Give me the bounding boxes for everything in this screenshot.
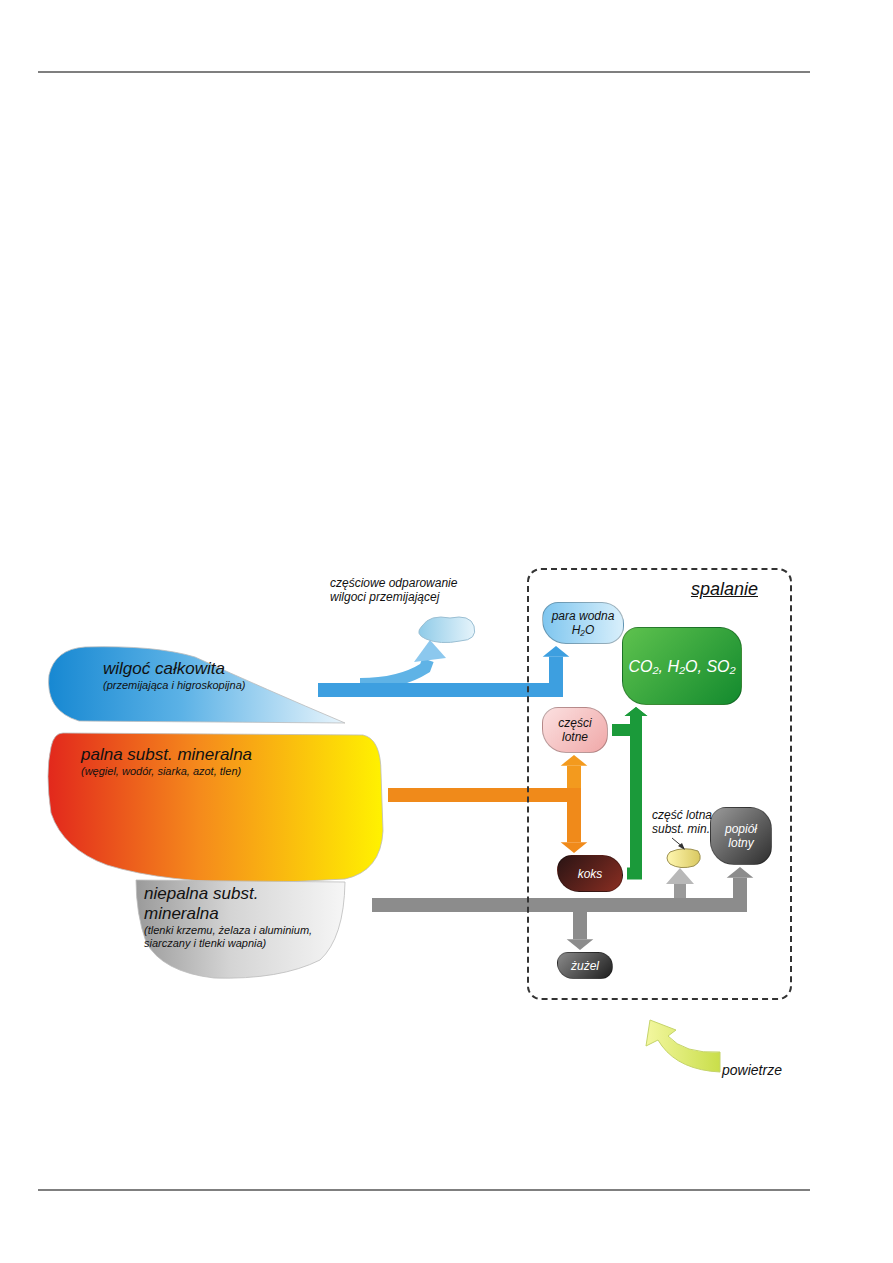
moisture-shape: wilgoć całkowita(przemijająca i higrosko… bbox=[45, 645, 345, 723]
cloud-text: żużel bbox=[571, 959, 599, 973]
footer-rule bbox=[38, 1189, 810, 1190]
air-label: powietrze bbox=[722, 1062, 812, 1079]
fly-ash-cloud: popiół lotny bbox=[710, 807, 772, 865]
evaporation-arrow bbox=[360, 660, 428, 684]
flow-arrow bbox=[625, 707, 648, 874]
volatiles-cloud: części lotne bbox=[542, 707, 608, 753]
evaporation-note: częściowe odparowanie wilgoci przemijają… bbox=[330, 576, 480, 604]
flue-gas-cloud: CO₂, H₂O, SO₂ bbox=[622, 627, 742, 705]
leader-arrowhead bbox=[678, 843, 685, 850]
coke-cloud: koks bbox=[557, 855, 623, 892]
cloud-text: części lotne bbox=[548, 716, 602, 744]
slag-cloud: żużel bbox=[557, 952, 613, 979]
combustible-shape: palna subst. mineralna(węgiel, wodór, si… bbox=[45, 733, 383, 883]
volatile-mineral-note: część lotna subst. min. bbox=[652, 808, 734, 836]
shape-title: niepalna subst. mineralna bbox=[144, 884, 337, 924]
evaporation-arrowhead bbox=[414, 640, 446, 662]
frame-heading: spalanie bbox=[529, 570, 790, 600]
shape-subtitle: (przemijająca i higroskopijna) bbox=[103, 679, 337, 692]
combustion-frame: spalanie para wodna H₂O CO₂, H₂O, SO₂ częśc… bbox=[527, 568, 792, 1000]
cloud-text: para wodna H₂O bbox=[548, 609, 618, 637]
shape-title: palna subst. mineralna bbox=[81, 745, 375, 765]
cloud-text: popiół lotny bbox=[716, 822, 766, 850]
noncombustible-shape: niepalna subst. mineralna(tlenki krzemu,… bbox=[130, 880, 345, 980]
flow-arrow bbox=[318, 646, 569, 690]
air-arrow bbox=[646, 1020, 720, 1072]
shape-subtitle: (tlenki krzemu, żelaza i aluminium, siar… bbox=[144, 924, 340, 950]
shape-title: wilgoć całkowita bbox=[103, 659, 337, 679]
shape-subtitle: (węgiel, wodór, siarka, azot, tlen) bbox=[81, 765, 375, 778]
evaporation-cloud bbox=[419, 617, 475, 643]
header-rule bbox=[38, 71, 810, 72]
mineral-volatile-blob bbox=[667, 849, 700, 868]
flow-arrow bbox=[388, 795, 587, 853]
mineral-volatile-arrowhead bbox=[666, 868, 694, 884]
cloud-text: CO₂, H₂O, SO₂ bbox=[628, 657, 735, 676]
steam-cloud: para wodna H₂O bbox=[542, 602, 624, 644]
flow-arrow bbox=[612, 707, 647, 730]
cloud-text: koks bbox=[578, 867, 603, 881]
